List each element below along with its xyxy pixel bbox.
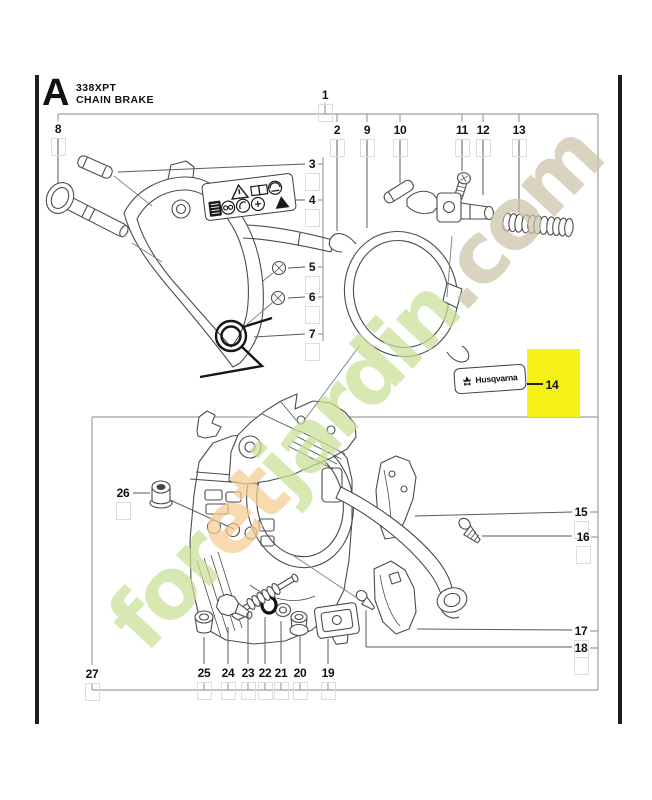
- coil-spring: [502, 212, 574, 238]
- brake-band: [328, 230, 470, 363]
- callout-number-18[interactable]: 18: [574, 641, 588, 655]
- band-pin: [383, 179, 414, 204]
- brake-lever-bracket: [228, 393, 357, 485]
- inertia-block: [313, 602, 360, 645]
- left-border-bar: [35, 75, 39, 724]
- plate-screw: [458, 517, 481, 544]
- callout-number-14[interactable]: 14: [545, 378, 559, 392]
- callout-number-13[interactable]: 13: [512, 123, 526, 137]
- callout-number-1[interactable]: 1: [321, 88, 329, 102]
- warning-triangle-icon: [230, 183, 250, 200]
- kickback-triangle-icon: [275, 195, 290, 209]
- cap: [194, 610, 214, 634]
- callout-number-5[interactable]: 5: [308, 260, 316, 274]
- page-title: CHAIN BRAKE: [76, 94, 154, 106]
- brake-lever-assembly: [406, 190, 495, 223]
- guard-screw-upper: [262, 260, 287, 282]
- rubber-grommet: [149, 480, 173, 509]
- callout-ghost-box: [197, 682, 212, 700]
- washer: [274, 602, 292, 618]
- callout-14-leader: [527, 383, 543, 385]
- callout-ghost-box: [330, 139, 345, 157]
- callout-number-2[interactable]: 2: [333, 123, 341, 137]
- leader-lines: [57, 138, 573, 664]
- warning-decal-icons: [208, 180, 290, 217]
- callout-number-27[interactable]: 27: [85, 667, 99, 681]
- guard-screw-lower: [263, 290, 286, 311]
- callout-number-6[interactable]: 6: [308, 290, 316, 304]
- callout-number-3[interactable]: 3: [308, 157, 316, 171]
- husqvarna-crown-icon: [463, 376, 472, 386]
- callout-ghost-box: [221, 682, 236, 700]
- callout-number-25[interactable]: 25: [197, 666, 211, 680]
- lever-pin: [77, 155, 113, 179]
- helmet-icon: [250, 196, 265, 211]
- callout-number-22[interactable]: 22: [258, 666, 272, 680]
- callout-ghost-box: [85, 683, 100, 701]
- plunger: [215, 593, 253, 620]
- chain-catcher: [373, 560, 417, 635]
- callout-ghost-box: [576, 546, 591, 564]
- callout-ghost-box: [512, 139, 527, 157]
- callout-number-20[interactable]: 20: [293, 666, 307, 680]
- catcher-screw: [355, 589, 375, 611]
- band-tensioner-arm: [335, 486, 468, 619]
- pivot-bolt: [45, 182, 129, 238]
- manual-book-icon: [250, 183, 269, 196]
- face-shield-icon: [267, 180, 283, 195]
- hand-guard: [123, 160, 334, 368]
- bracket-clip: [196, 410, 222, 439]
- callout-ghost-box: [305, 209, 320, 227]
- callout-number-11[interactable]: 11: [455, 123, 469, 137]
- callout-number-7[interactable]: 7: [308, 327, 316, 341]
- callout-number-21[interactable]: 21: [274, 666, 288, 680]
- callout-frame-lines: [57, 103, 599, 691]
- callout-ghost-box: [476, 139, 491, 157]
- callout-number-15[interactable]: 15: [574, 505, 588, 519]
- ear-protection-icon: [235, 198, 251, 213]
- callout-number-24[interactable]: 24: [221, 666, 235, 680]
- safety-glasses-icon: [220, 200, 236, 215]
- callout-number-23[interactable]: 23: [241, 666, 255, 680]
- callout-number-10[interactable]: 10: [393, 123, 407, 137]
- callout-ghost-box: [241, 682, 256, 700]
- callout-ghost-box: [305, 306, 320, 324]
- callout-ghost-box: [305, 173, 320, 191]
- callout-ghost-box: [318, 104, 333, 122]
- adjuster-nut: [289, 610, 309, 637]
- callout-number-26[interactable]: 26: [116, 486, 130, 500]
- warning-decal: [201, 172, 297, 222]
- callout-number-16[interactable]: 16: [576, 530, 590, 544]
- callout-ghost-box: [293, 682, 308, 700]
- clutch-cover-housing: [189, 432, 354, 645]
- callout-ghost-box: [51, 138, 66, 156]
- callout-ghost-box: [305, 276, 320, 294]
- callout-ghost-box: [455, 139, 470, 157]
- text-block-icon: [208, 200, 222, 217]
- right-border-bar: [618, 75, 622, 724]
- torsion-spring: [199, 316, 273, 379]
- callout-ghost-box: [274, 682, 289, 700]
- callout-ghost-box: [321, 682, 336, 700]
- callout-number-9[interactable]: 9: [363, 123, 371, 137]
- callout-number-17[interactable]: 17: [574, 624, 588, 638]
- callout-ghost-box: [574, 657, 589, 675]
- section-letter: A: [42, 72, 69, 114]
- callout-ghost-box: [305, 343, 320, 361]
- callout-number-8[interactable]: 8: [54, 122, 62, 136]
- model-number: 338XPT: [76, 82, 117, 94]
- callout-number-12[interactable]: 12: [476, 123, 490, 137]
- callout-ghost-box: [574, 521, 589, 539]
- callout-number-19[interactable]: 19: [321, 666, 335, 680]
- callout-ghost-box: [360, 139, 375, 157]
- callout-ghost-box: [393, 139, 408, 157]
- callout-number-4[interactable]: 4: [308, 193, 316, 207]
- callout-ghost-box: [258, 682, 273, 700]
- husqvarna-decal: Husqvarna: [453, 363, 527, 395]
- husqvarna-decal-text: Husqvarna: [475, 372, 518, 386]
- callout-ghost-box: [116, 502, 131, 520]
